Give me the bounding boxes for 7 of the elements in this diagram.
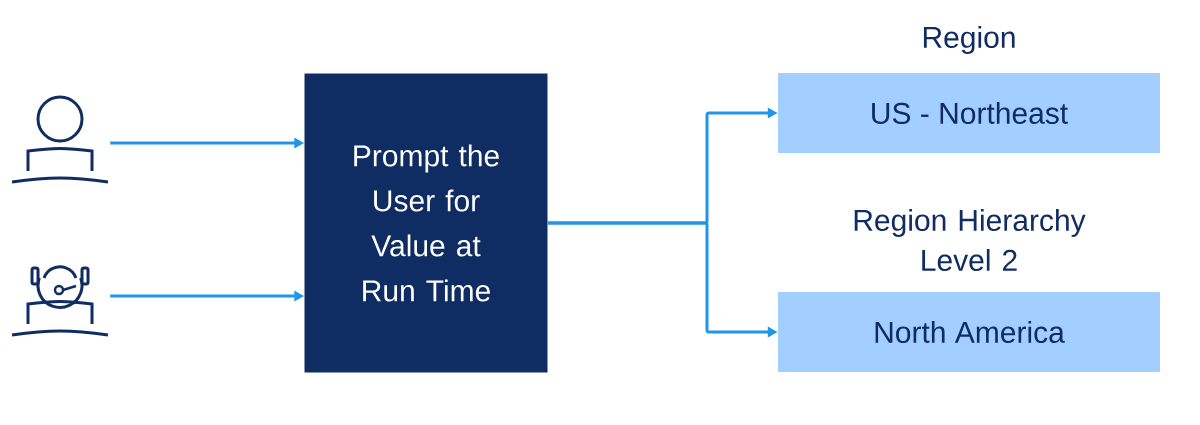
person-icon: [11, 95, 109, 184]
box-heading: Region: [923, 26, 1015, 54]
value-box: US - Northeast: [778, 73, 1160, 153]
value-box: North America: [778, 292, 1160, 372]
box-heading: Region Hierarchy Level 2: [854, 209, 1086, 271]
process-box: Prompt the User for Value at Run Time: [304, 73, 548, 373]
person-icon: [11, 265, 109, 337]
